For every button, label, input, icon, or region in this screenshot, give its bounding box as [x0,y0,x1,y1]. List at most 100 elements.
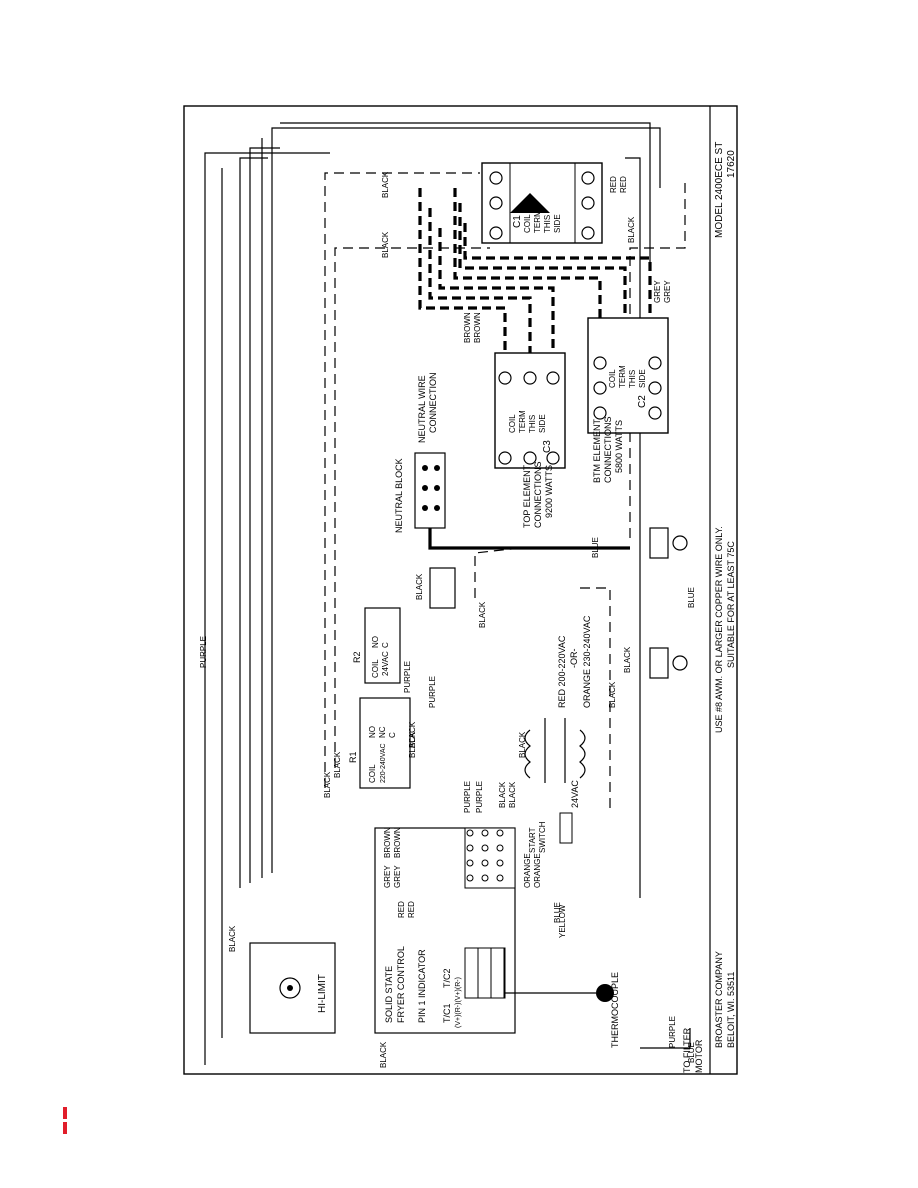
label-black-top: BLACK [381,171,390,198]
r1-nc: NC [378,726,387,738]
diagram-frame [183,105,738,1075]
wire-top-return [280,122,651,268]
label-purple-r2a: PURPLE [403,661,412,693]
label-blue-neutral: BLUE [591,537,600,558]
label-black-ctrl1: BLACK [498,781,507,808]
c2-coil-4: SIDE [638,369,647,388]
start-switch-line2: SWITCH [538,821,547,853]
label-black-lamp: BLACK [415,573,424,600]
start-switch-line1: START [528,827,537,853]
wire-c1-to-c3-2 [428,208,532,353]
wire-c1-to-c2-2 [458,203,627,318]
label-blue-lamp: BLUE [687,587,696,608]
label-black-c1: BLACK [381,231,390,258]
volt-or: -OR- [569,649,579,669]
c1-coil-1: COIL [523,214,532,233]
wire-black-dashed-2 [334,247,490,768]
wire-black-outer [204,152,330,1065]
c3-coil-1: COIL [508,414,517,433]
top-element-line3: 9200 WATTS [544,465,554,518]
c1-coil-4: SIDE [553,214,562,233]
margin-mark-top [63,1107,67,1119]
transformer [524,718,586,783]
tc2-label: T/C2 [442,968,452,988]
label-grey-2: GREY [663,280,672,303]
label-black-lamp2: BLACK [623,646,632,673]
wire-c1-to-c2-3 [463,223,652,318]
margin-mark-bottom [63,1122,67,1134]
wire-brown-dashed [580,587,611,808]
control-title-1: SOLID STATE [384,966,394,1023]
btm-element-line2: CONNECTIONS [603,416,613,483]
label-black-bottom: BLACK [379,1041,388,1068]
label-purple-r2b: PURPLE [428,676,437,708]
label-yellow: YELLOW [558,904,567,938]
r2-no: NO [371,636,380,648]
model-label: MODEL 2400ECE ST [714,142,725,238]
r2-id: R2 [352,651,362,663]
volt-orange: ORANGE 230-240VAC [582,615,592,708]
r2-c: C [381,642,390,648]
relay-r1: NO NC C COIL 220-240VAC R1 [348,697,411,789]
top-element-line1: TOP ELEMENT [522,464,532,528]
r1-coil: COIL [368,764,377,783]
neutral-wire-line2: CONNECTION [428,373,438,434]
neutral-block [414,452,630,550]
neutral-wire-line1: NEUTRAL WIRE [417,375,427,443]
btm-element-line3: 5800 WATTS [614,420,624,473]
label-black-r1c: BLACK [408,731,417,758]
label-red-ctrl1: RED [397,901,406,918]
wire-red-2 [271,127,661,873]
label-grey-ctrl2: GREY [393,865,402,888]
transformer-label: 24VAC [570,780,580,808]
contactor-c3: COIL TERM THIS SIDE C3 [494,352,566,469]
wire-grey-1 [239,157,268,888]
c3-coil-2: TERM [518,410,527,433]
pin-indicator: PIN 1 INDICATOR [417,949,427,1023]
wire-note: USE #8 AWM. OR LARGER COPPER WIRE ONLY. [714,526,724,733]
label-orange-1: ORANGE [523,853,532,888]
label-black-transformer: BLACK [518,731,527,758]
r2-coil: COIL [371,659,380,678]
label-black-r1b: BLACK [333,751,342,778]
r2-voltage: 24VAC [381,651,390,676]
c1-id: C1 [512,215,523,228]
c2-coil-3: THIS [628,370,637,388]
label-black-c1-right: BLACK [627,216,636,243]
r1-no: NO [368,726,377,738]
c1-coil-3: THIS [543,215,552,233]
filter-motor-line2: MOTOR [694,1039,704,1073]
fryer-control [374,827,516,1034]
label-orange-2: ORANGE [533,853,542,888]
tc1-label: T/C1 [442,1003,452,1023]
label-purple-ctrl1: PURPLE [463,781,472,813]
company-label: BROASTER COMPANY [714,951,724,1048]
perimeter-wires [204,122,691,1065]
label-black-ctrl2: BLACK [508,781,517,808]
label-purple-filter: PURPLE [668,1016,677,1048]
c3-id: C3 [542,440,553,453]
label-black-r1d: BLACK [408,721,417,748]
volt-red: RED 200-220VAC [557,635,567,708]
thermocouple-icon [596,984,614,1002]
thermocouple-label: THERMOCOUPLE [610,972,620,1048]
contactor-c2: COIL TERM THIS SIDE C2 [587,317,669,434]
label-purple-ctrl2: PURPLE [475,781,484,813]
element-power-wires [418,188,652,353]
top-element-line2: CONNECTIONS [533,461,543,528]
c2-id: C2 [637,395,648,408]
label-black-r1a: BLACK [323,771,332,798]
r1-c: C [388,732,397,738]
company-city: BELOIT, WI. 53511 [726,972,736,1048]
coil-arrow-icon [510,193,550,213]
wire-grey-2 [249,147,280,883]
wire-neutral-blue [428,528,630,550]
hi-limit-label: HI-LIMIT [317,974,328,1013]
label-brown-ctrl1: BROWN [383,827,392,858]
wire-black-grey-right [625,157,641,898]
label-red-ctrl2: RED [407,901,416,918]
tc-pins: (V+)(R-)(V+)(R-) [455,977,462,1028]
start-switch [559,812,573,844]
c3-coil-4: SIDE [538,414,547,433]
